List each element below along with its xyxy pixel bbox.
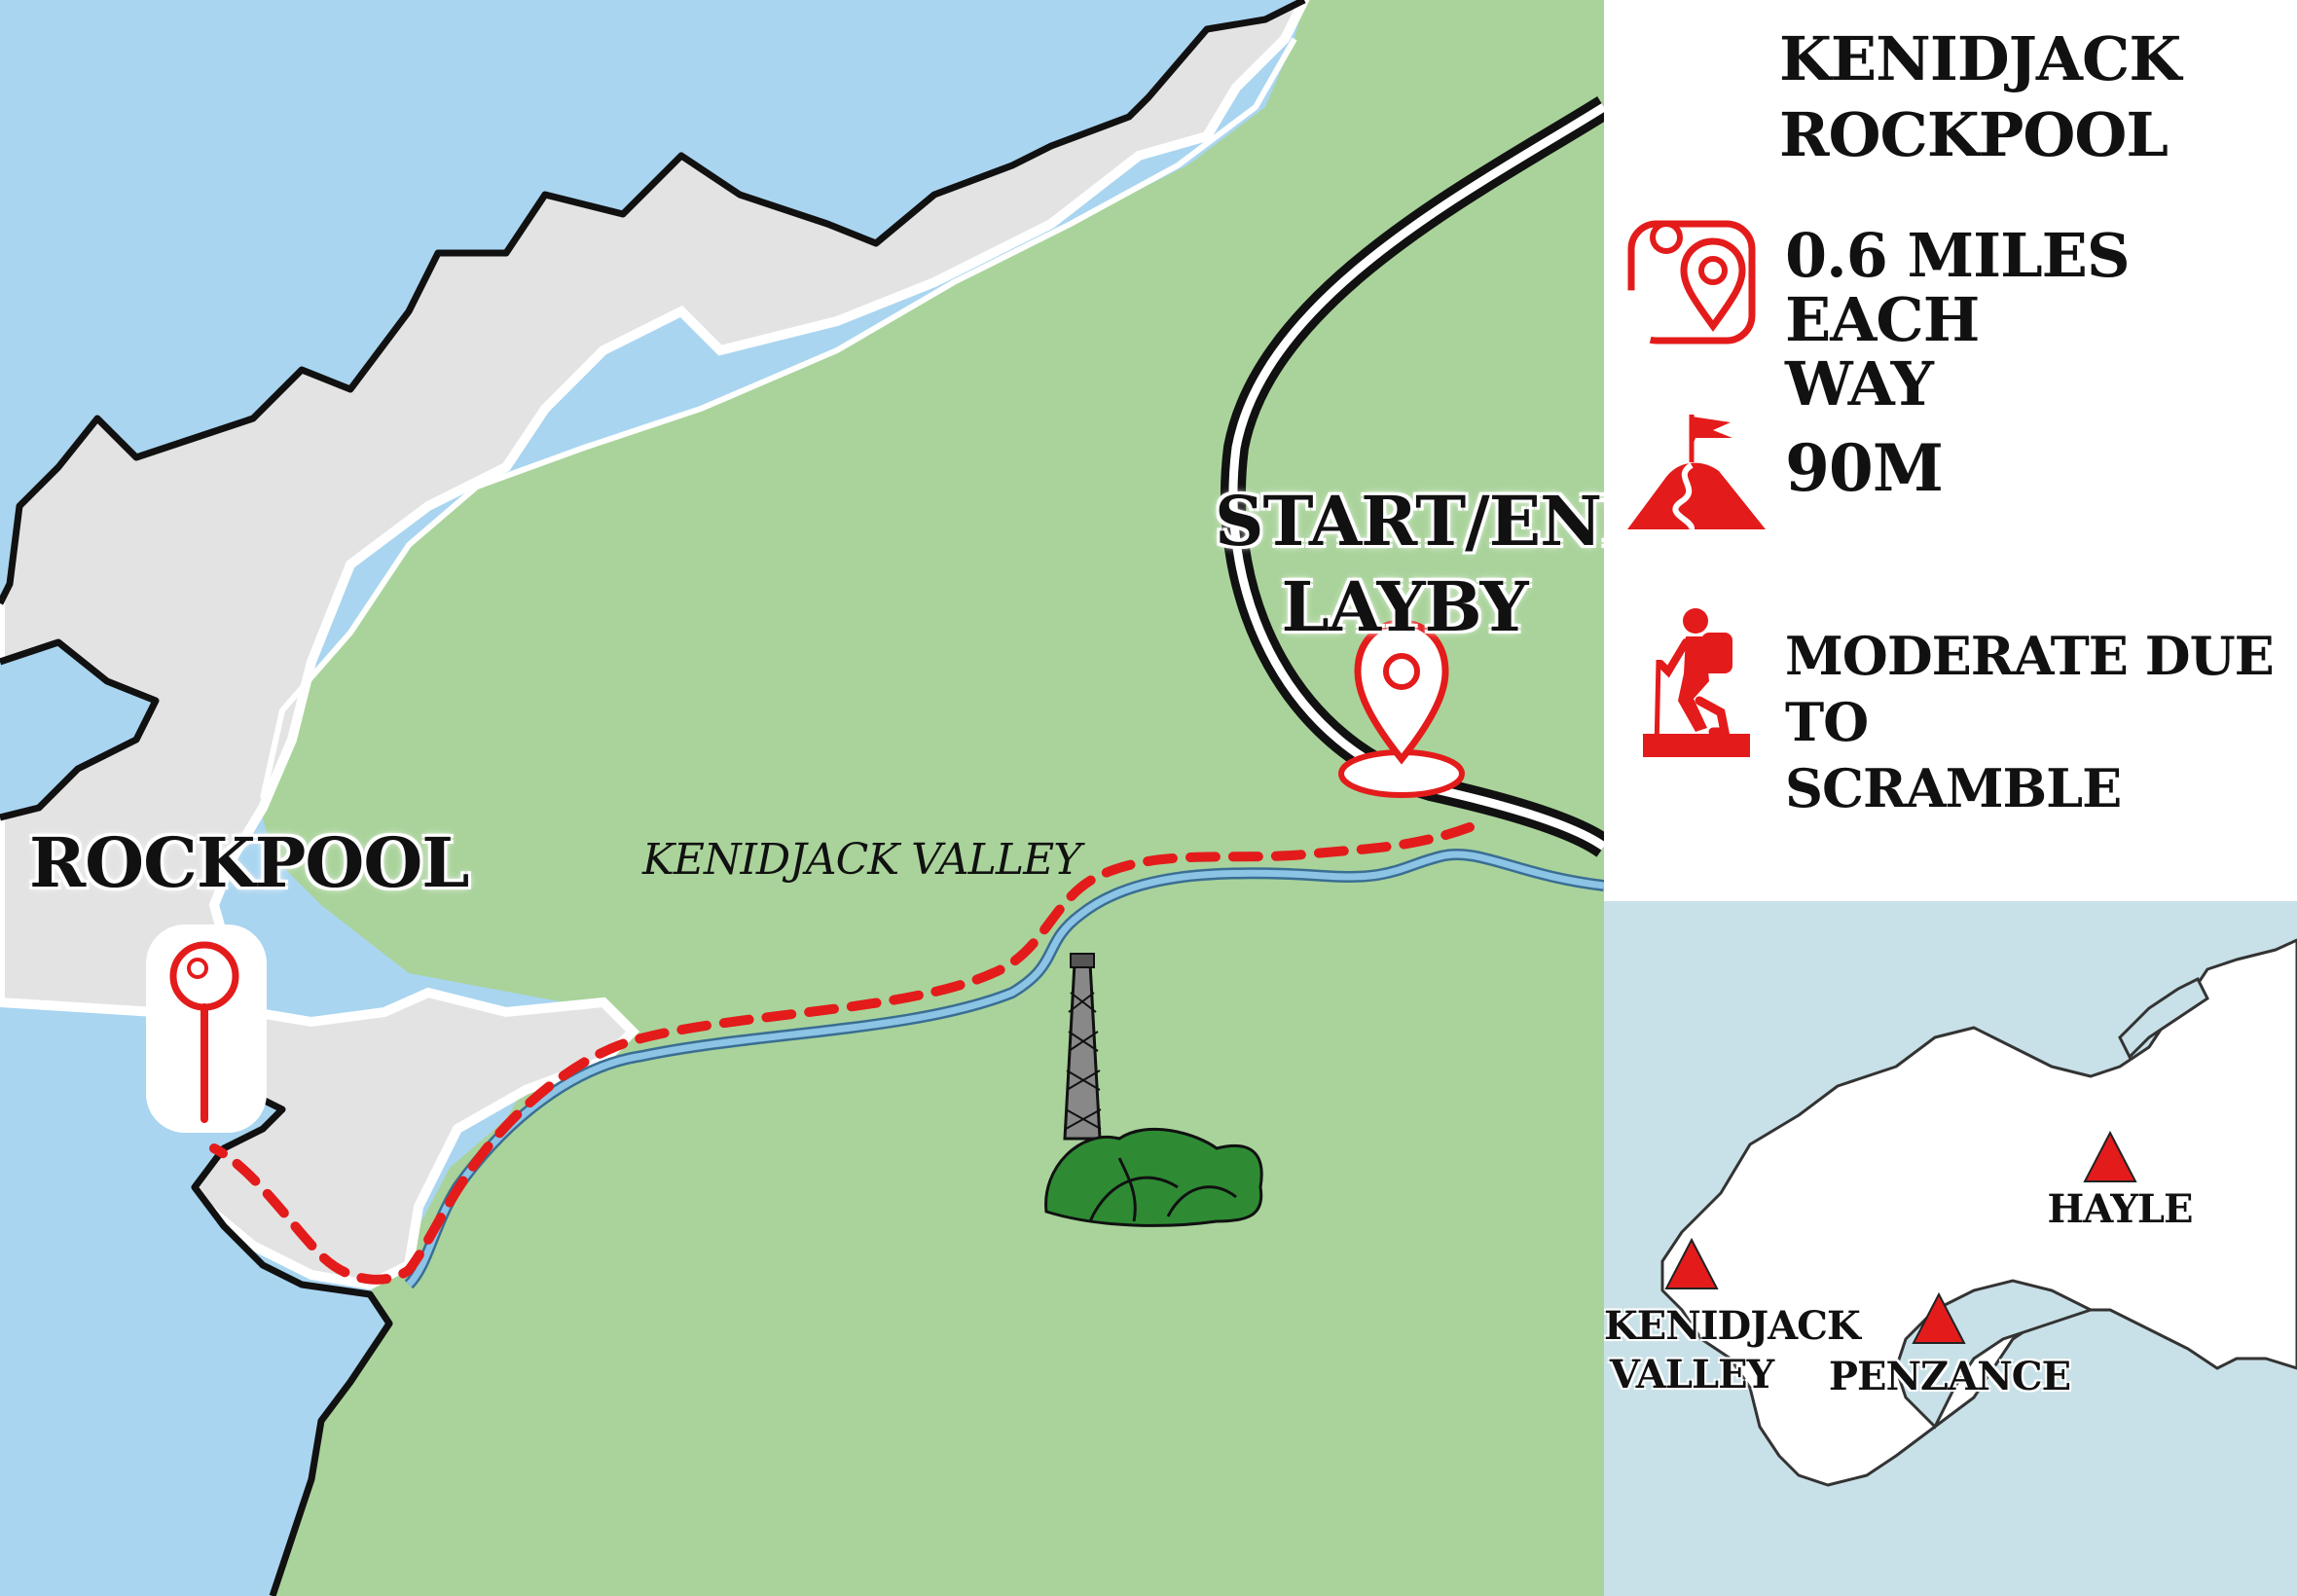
distance-pin-icon — [1627, 220, 1756, 345]
legend-title-line2: ROCKPOOL — [1779, 99, 2169, 170]
elevation-text: 90M — [1785, 430, 1944, 506]
rockpool-pin-icon — [146, 925, 267, 1133]
inset-label-penzance: PENZANCE — [1828, 1354, 2071, 1399]
inset-label-kenidjack-line1: KENIDJACK — [1604, 1303, 1861, 1349]
chimney-stack — [1063, 953, 1102, 1141]
sea-inlet — [0, 0, 1304, 603]
coastline — [0, 0, 1306, 605]
difficulty-line2: SCRAMBLE — [1785, 757, 2122, 819]
legend-title: KENIDJACK ROCKPOOL — [1779, 21, 2181, 173]
legend-panel: KENIDJACK ROCKPOOL 0.6 MILES EACH WAY — [1604, 0, 2297, 901]
difficulty-text: MODERATE DUE TO SCRAMBLE — [1785, 623, 2297, 821]
legend-title-line1: KENIDJACK — [1779, 23, 2181, 94]
difficulty-line1: MODERATE DUE TO — [1785, 625, 2275, 753]
coastline-2 — [0, 638, 160, 821]
mountain-flag-icon — [1627, 415, 1766, 530]
inset-canvas — [1660, 938, 2297, 1487]
hiker-icon — [1643, 608, 1750, 757]
distance-text: 0.6 MILES EACH WAY — [1785, 224, 2297, 417]
map-canvas — [0, 0, 1604, 1596]
inset-label-kenidjack-line2: VALLEY — [1609, 1352, 1774, 1397]
locator-inset-map: HAYLE KENIDJACK VALLEY PENZANCE — [1604, 901, 2297, 1596]
cliff-inner-edge — [260, 37, 1297, 799]
rockpool-label: ROCKPOOL — [29, 822, 470, 903]
valley-label: KENIDJACK VALLEY — [642, 835, 1081, 885]
inset-label-kenidjack: KENIDJACK VALLEY — [1604, 1302, 1861, 1399]
start-end-label-line1: START/END: — [1215, 481, 1685, 562]
sea-southwest — [0, 1012, 389, 1596]
distance-line2: WAY — [1785, 348, 1934, 419]
penzance-marker — [1912, 1291, 1966, 1344]
trees — [1044, 1127, 1263, 1227]
start-pin-icon — [1338, 619, 1465, 798]
kenidjack-marker — [1664, 1237, 1719, 1289]
distance-line1: 0.6 MILES EACH — [1785, 220, 2131, 355]
inset-label-hayle: HAYLE — [2047, 1186, 2193, 1232]
start-end-label: START/END: LAYBY — [1215, 479, 1685, 650]
inset-estuary — [2118, 976, 2209, 1060]
hayle-marker — [2083, 1130, 2137, 1182]
road-center — [1228, 103, 1604, 851]
walking-route — [209, 822, 1475, 1285]
start-end-label-line2: LAYBY — [1281, 566, 1529, 647]
